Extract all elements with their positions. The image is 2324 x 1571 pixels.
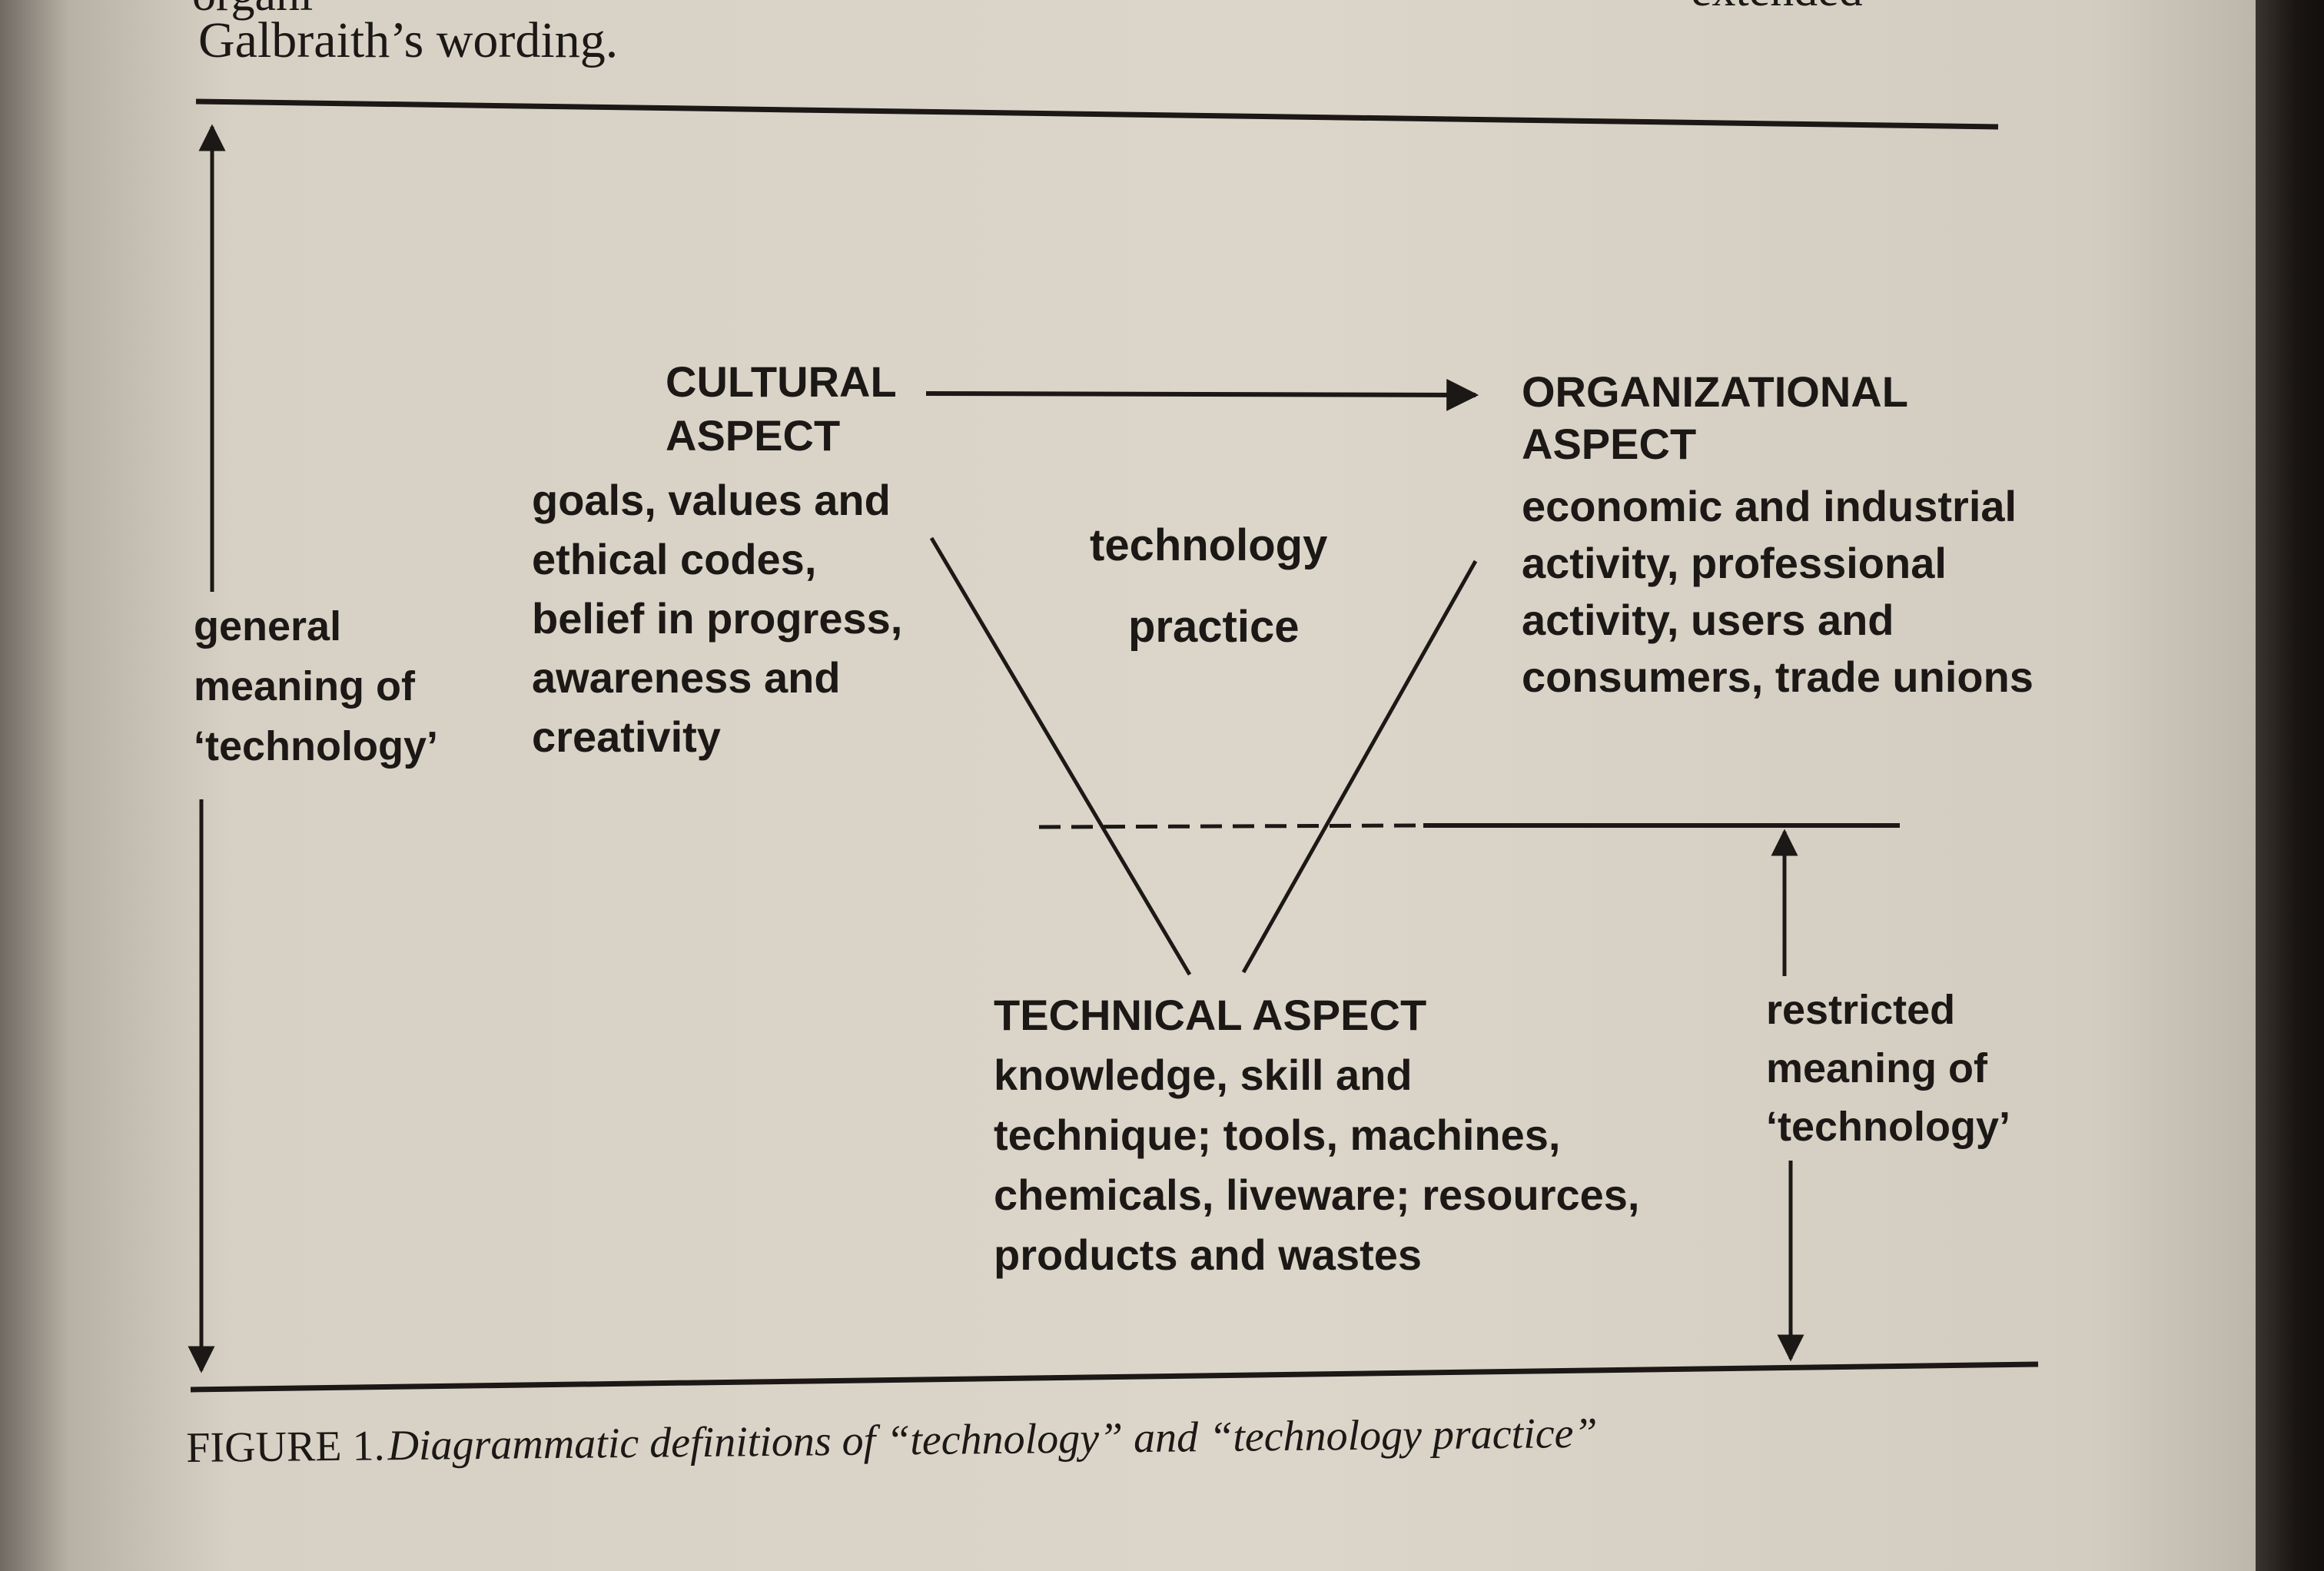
cropped-top-right-text: extended	[1691, 0, 1863, 18]
general-meaning-line-3: ‘technology’	[194, 723, 439, 769]
technical-aspect: TECHNICAL ASPECT knowledge, skill and te…	[994, 985, 1640, 1285]
cultural-aspect-title: CULTURAL ASPECT	[666, 355, 897, 463]
technical-title-line: TECHNICAL ASPECT	[994, 991, 1427, 1039]
organizational-title-line-1: ORGANIZATIONAL	[1522, 367, 1908, 416]
organizational-body-line-2: activity, professional	[1522, 539, 1947, 587]
restricted-dashed-line	[1038, 823, 1419, 829]
organizational-body-line-3: activity, users and	[1522, 596, 1894, 644]
restricted-meaning-line-1: restricted	[1766, 987, 1956, 1033]
cropped-top-text: organi	[192, 0, 313, 22]
restricted-meaning-line-3: ‘technology’	[1766, 1104, 2011, 1150]
top-boundary-line	[195, 98, 1999, 130]
technical-body-line-3: chemicals, liveware; resources,	[994, 1171, 1640, 1219]
technical-body-line-4: products and wastes	[994, 1231, 1423, 1279]
organizational-aspect-title: ORGANIZATIONAL ASPECT	[1522, 366, 1908, 470]
general-meaning-line-1: general	[194, 603, 342, 649]
cultural-body-line-3: belief in progress,	[532, 594, 903, 643]
cultural-body-line-4: awareness and	[532, 653, 841, 702]
general-meaning-line-2: meaning of	[194, 663, 416, 709]
technical-body-line-2: technique; tools, machines,	[994, 1111, 1561, 1159]
cultural-title-line-1: CULTURAL	[666, 357, 897, 406]
cultural-body-line-5: creativity	[532, 712, 721, 761]
organizational-body-line-4: consumers, trade unions	[1522, 653, 2034, 701]
restricted-meaning-line-2: meaning of	[1766, 1045, 1988, 1091]
bottom-boundary-line	[190, 1361, 2039, 1393]
cultural-title-line-2: ASPECT	[666, 411, 841, 460]
v-left-line	[929, 536, 1192, 976]
technology-practice-label-line-1: technology	[1090, 520, 1328, 570]
cultural-aspect-body: goals, values and ethical codes, belief …	[532, 470, 902, 766]
cultural-body-line-2: ethical codes,	[532, 535, 817, 583]
v-right-line	[1241, 560, 1478, 974]
technical-body-line-1: knowledge, skill and	[994, 1051, 1413, 1099]
restricted-meaning-label: restricted meaning of ‘technology’	[1766, 981, 2010, 1156]
organizational-title-line-2: ASPECT	[1522, 420, 1697, 468]
figure-caption-label: FIGURE 1.	[186, 1422, 385, 1472]
technology-practice-label-line-2: practice	[1128, 602, 1300, 652]
organizational-body-line-1: economic and industrial	[1522, 482, 2017, 530]
cultural-organizational-link	[925, 378, 1479, 411]
organizational-aspect-body: economic and industrial activity, profes…	[1522, 478, 2034, 706]
general-meaning-label: general meaning of ‘technology’	[194, 596, 438, 776]
page-shadow-edge	[2256, 0, 2324, 1571]
cultural-body-line-1: goals, values and	[532, 476, 891, 524]
preceding-text-line: Galbraith’s wording.	[198, 12, 619, 68]
